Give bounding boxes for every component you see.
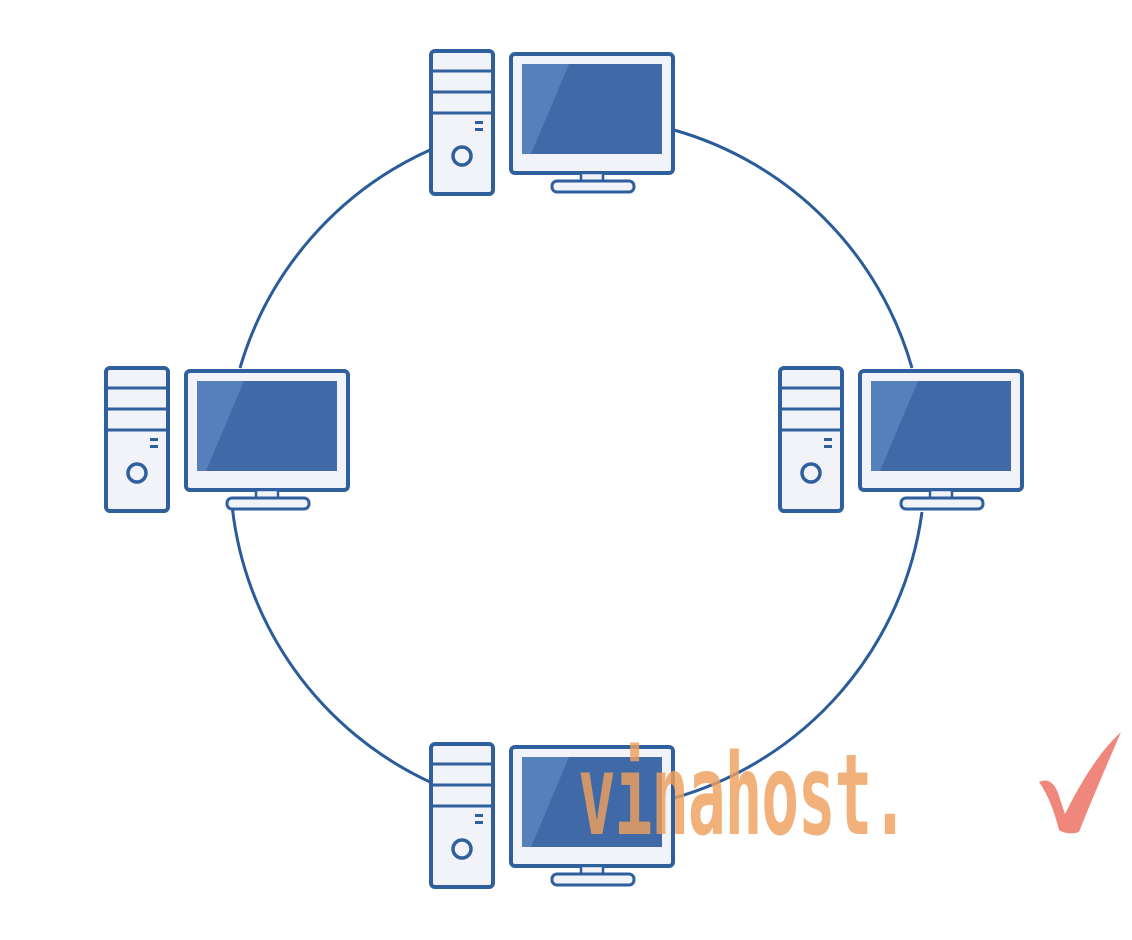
desktop-computer-icon — [778, 366, 1024, 513]
ring-links — [230, 128, 924, 800]
computer-left — [104, 366, 350, 513]
desktop-computer-icon — [429, 49, 675, 196]
link-top-right — [673, 128, 914, 369]
link-right-bottom — [673, 511, 924, 800]
desktop-computer-icon — [104, 366, 350, 513]
computer-right — [778, 366, 1024, 513]
vinahost-watermark: vinahost. — [578, 730, 1130, 861]
computer-top — [429, 49, 675, 196]
link-bottom-left — [230, 504, 431, 784]
watermark-text: vinahost. — [578, 731, 909, 861]
checkmark-logo-icon — [1039, 732, 1121, 834]
link-left-top — [238, 148, 431, 369]
